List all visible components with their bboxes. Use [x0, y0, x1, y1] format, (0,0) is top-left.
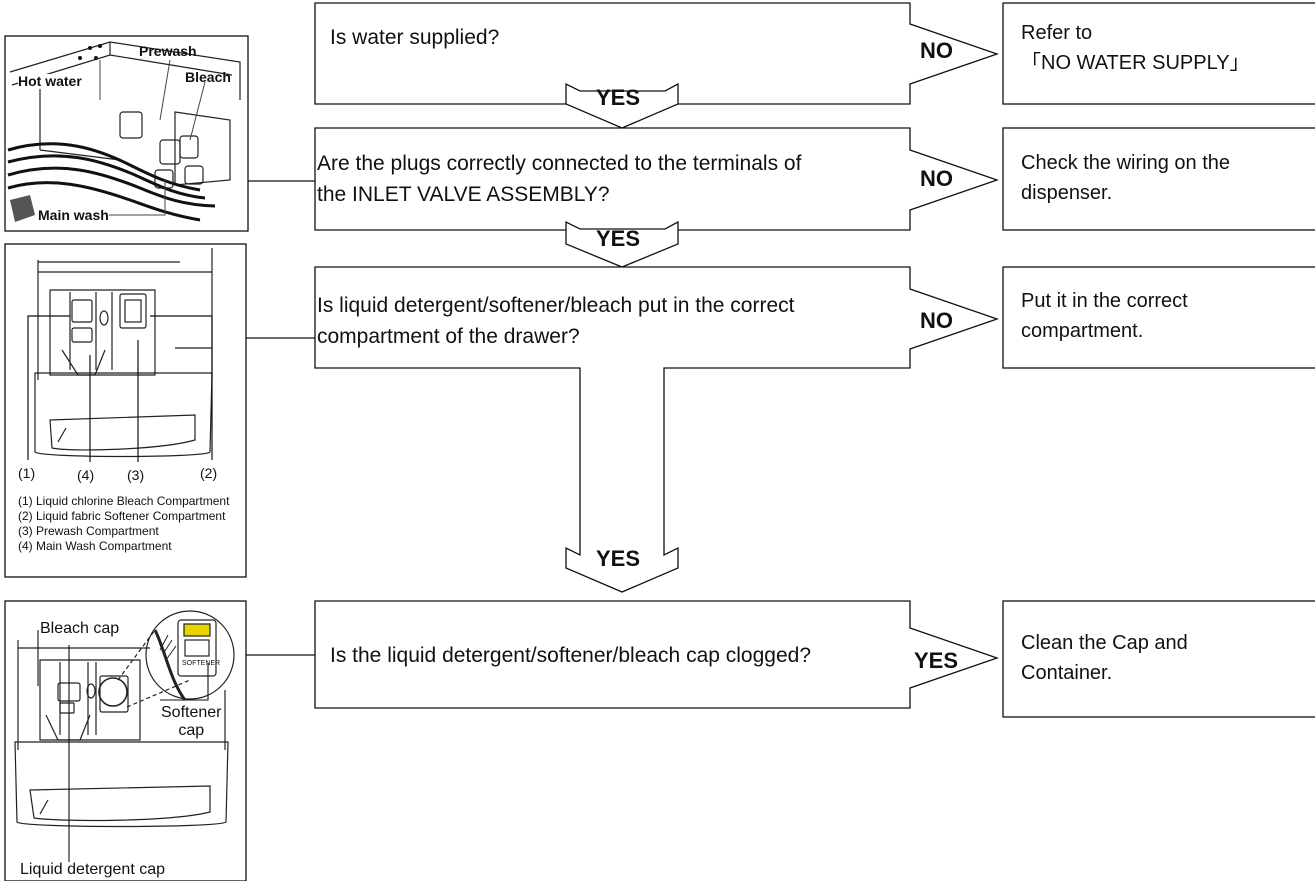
marker-1: (1) [18, 465, 36, 481]
dispenser-drawer-figure [4, 243, 247, 578]
legend-item-1: (1) Liquid chlorine Bleach Compartment [18, 494, 230, 508]
legend-item-3: (3) Prewash Compartment [18, 524, 159, 538]
answer-no-3: NO [920, 308, 953, 333]
answer-yes-3: YES [596, 546, 641, 571]
softener-cap-line-2: cap [178, 722, 205, 739]
result-4: Clean the Cap and Container. [1021, 628, 1188, 688]
result-4-line-1: Clean the Cap and [1021, 632, 1188, 654]
question-box-4 [314, 600, 999, 709]
marker-3: (3) [127, 467, 145, 483]
result-1-line-1: Refer to [1021, 22, 1093, 44]
result-2-line-2: dispenser. [1021, 182, 1113, 204]
answer-yes-4: YES [914, 648, 959, 673]
softener-cap-line-1: Softener [161, 704, 222, 721]
question-4: Is the liquid detergent/softener/bleach … [330, 640, 811, 671]
answer-no-1: NO [920, 38, 953, 63]
result-3: Put it in the correct compartment. [1021, 286, 1188, 346]
question-2-line-2: the INLET VALVE ASSEMBLY? [317, 183, 610, 206]
question-1: Is water supplied? [330, 22, 499, 53]
result-box-1 [1002, 2, 1315, 105]
label-softener-cap: Softener cap [161, 704, 221, 740]
yes-arrow-1 [565, 82, 679, 129]
result-box-3 [1002, 266, 1315, 369]
question-box-1 [314, 2, 999, 105]
question-3-line-1: Is liquid detergent/softener/bleach put … [317, 294, 795, 317]
question-3: Is liquid detergent/softener/bleach put … [317, 290, 794, 352]
result-2-line-1: Check the wiring on the [1021, 152, 1231, 174]
legend-item-2: (2) Liquid fabric Softener Compartment [18, 509, 226, 523]
result-1: Refer to 「NO WATER SUPPLY」 [1021, 18, 1250, 78]
question-2-line-1: Are the plugs correctly connected to the… [317, 152, 802, 175]
label-bleach: Bleach [185, 69, 231, 85]
result-4-line-2: Container. [1021, 662, 1113, 684]
compartment-legend: (1) Liquid chlorine Bleach Compartment (… [18, 494, 229, 554]
result-box-4 [1002, 600, 1315, 718]
inlet-valve-figure [4, 35, 249, 232]
label-hot-water: Hot water [18, 73, 82, 89]
marker-4: (4) [77, 467, 95, 483]
question-2: Are the plugs correctly connected to the… [317, 148, 801, 210]
legend-item-4: (4) Main Wash Compartment [18, 539, 172, 553]
question-1-line-1: Is water supplied? [330, 26, 500, 49]
label-liquid-detergent-cap: Liquid detergent cap [20, 861, 165, 878]
question-box-3 [314, 266, 999, 593]
question-3-line-2: compartment of the drawer? [317, 325, 580, 348]
marker-2: (2) [200, 465, 218, 481]
question-box-2 [314, 127, 999, 231]
label-softener-tag: SOFTENER [182, 660, 221, 667]
result-3-line-2: compartment. [1021, 320, 1144, 342]
label-prewash: Prewash [139, 43, 197, 59]
result-3-line-1: Put it in the correct [1021, 290, 1188, 312]
caps-figure [4, 600, 247, 881]
answer-yes-1: YES [596, 85, 641, 110]
result-box-2 [1002, 127, 1315, 231]
label-main-wash: Main wash [38, 207, 109, 223]
question-4-line-1: Is the liquid detergent/softener/bleach … [330, 644, 812, 667]
yes-arrow-2 [565, 220, 679, 268]
answer-yes-2: YES [596, 226, 641, 251]
result-2: Check the wiring on the dispenser. [1021, 148, 1230, 208]
result-1-line-2: 「NO WATER SUPPLY」 [1021, 52, 1250, 74]
label-bleach-cap: Bleach cap [40, 620, 120, 637]
answer-no-2: NO [920, 166, 953, 191]
